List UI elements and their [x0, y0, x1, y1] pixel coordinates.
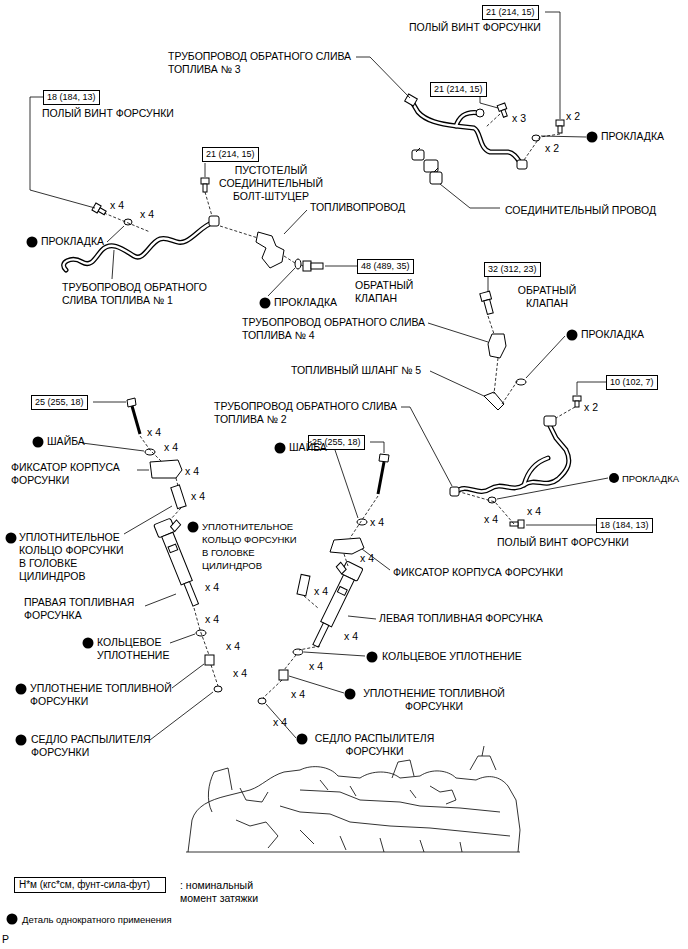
part-name: ТОПЛИВНЫЙ ШЛАНГ № 5 [291, 364, 421, 377]
part-name: ПРОКЛАДКА [601, 130, 664, 143]
torque-value: 21 (214, 15) [206, 149, 255, 160]
quantity-mark: x 4 [360, 552, 374, 565]
quantity-mark: x 4 [185, 465, 199, 478]
quantity-mark: x 4 [147, 426, 161, 439]
quantity-mark: x 4 [140, 208, 154, 221]
torque-value: 25 (255, 18) [35, 397, 84, 408]
part-name: ПРОКЛАДКА [41, 235, 104, 248]
quantity-mark: x 3 [512, 112, 526, 125]
quantity-mark: x 4 [344, 630, 358, 643]
part-name: УПЛОТНЕНИЕ ТОПЛИВНОЙ ФОРСУНКИ [30, 682, 198, 708]
torque-value: 48 (489, 35) [361, 261, 410, 272]
quantity-mark: x 4 [291, 688, 305, 701]
quantity-mark: x 4 [314, 585, 328, 598]
part-name: P [2, 933, 9, 946]
part-name: ЛЕВАЯ ТОПЛИВНАЯ ФОРСУНКА [379, 612, 543, 625]
part-name: ТОПЛИВОПРОВОД [310, 201, 405, 214]
part-name: ПРОКЛАДКА [581, 328, 644, 341]
torque-box: 32 (312, 23) [484, 262, 541, 277]
part-name: ПУСТОТЕЛЫЙ СОЕДИНИТЕЛЬНЫЙ БОЛТ-ШТУЦЕР [212, 164, 330, 203]
quantity-mark: x 4 [233, 667, 247, 680]
quantity-mark: x 2 [584, 401, 598, 414]
part-name: УПЛОТНИТЕЛЬНОЕ КОЛЬЦО ФОРСУНКИ В ГОЛОВКЕ… [19, 531, 127, 583]
torque-box: 21 (214, 15) [430, 82, 487, 97]
torque-box: 21 (214, 15) [202, 147, 259, 162]
quantity-mark: x 4 [484, 513, 498, 526]
quantity-mark: x 4 [191, 490, 205, 503]
part-name: КОЛЬЦЕВОЕ УПЛОТНЕНИЕ [382, 650, 522, 663]
torque-value: 18 (184, 13) [600, 520, 649, 531]
part-name: СЕДЛО РАСПЫЛИТЕЛЯ ФОРСУНКИ [312, 732, 437, 758]
torque-value: 21 (214, 15) [434, 84, 483, 95]
torque-value: 21 (214, 15) [486, 7, 535, 18]
torque-box: 48 (489, 35) [357, 259, 414, 274]
quantity-mark: x 2 [566, 110, 580, 123]
part-name: ПРОКЛАДКА [622, 472, 679, 485]
part-name: ТРУБОПРОВОД ОБРАТНОГО СЛИВА ТОПЛИВА № 3 [168, 50, 386, 76]
quantity-mark: x 4 [205, 613, 219, 626]
quantity-mark: x 4 [226, 640, 240, 653]
part-name: ПОЛЫЙ ВИНТ ФОРСУНКИ [42, 107, 174, 120]
torque-value: Н*м (кгс*см, фунт-сила-фут) [19, 879, 161, 891]
part-name: ПОЛЫЙ ВИНТ ФОРСУНКИ [497, 536, 629, 549]
part-name: КОЛЬЦЕВОЕ УПЛОТНЕНИЕ [97, 636, 197, 662]
part-name: СЕДЛО РАСПЫЛИТЕЛЯ ФОРСУНКИ [31, 733, 173, 759]
torque-box: 21 (214, 15) [482, 5, 539, 20]
quantity-mark: x 2 [545, 142, 559, 155]
quantity-mark: x 4 [164, 441, 178, 454]
legend-text: Деталь однократного применения [22, 913, 172, 926]
torque-box: 18 (184, 13) [43, 90, 100, 105]
part-name: ПРОКЛАДКА [274, 296, 337, 309]
part-name: ПОЛЫЙ ВИНТ ФОРСУНКИ [409, 21, 541, 34]
torque-box: 25 (255, 18) [31, 395, 88, 410]
part-name: УПЛОТНЕНИЕ ТОПЛИВНОЙ ФОРСУНКИ [359, 687, 509, 713]
torque-box: 18 (184, 13) [596, 518, 653, 533]
part-name: ПРАВАЯ ТОПЛИВНАЯ ФОРСУНКА [24, 596, 152, 622]
torque-value: 18 (184, 13) [47, 92, 96, 103]
part-name: ТРУБОПРОВОД ОБРАТНОГО СЛИВА ТОПЛИВА № 1 [62, 281, 230, 307]
part-name: СОЕДИНИТЕЛЬНЫЙ ПРОВОД [505, 204, 656, 217]
part-name: ШАЙБА [47, 435, 85, 448]
quantity-mark: x 4 [273, 716, 287, 729]
torque-value: 32 (312, 23) [488, 264, 537, 275]
part-name: ОБРАТНЫЙ КЛАПАН [355, 279, 433, 305]
part-name: ТРУБОПРОВОД ОБРАТНОГО СЛИВА ТОПЛИВА № 4 [242, 316, 460, 342]
legend-sample-box: Н*м (кгс*см, фунт-сила-фут) [14, 877, 166, 893]
quantity-mark: x 4 [205, 581, 219, 594]
quantity-mark: x 4 [527, 505, 541, 518]
part-name: ФИКСАТОР КОРПУСА ФОРСУНКИ [393, 566, 563, 579]
part-name: ТРУБОПРОВОД ОБРАТНОГО СЛИВА ТОПЛИВА № 2 [214, 400, 432, 426]
quantity-mark: x 4 [110, 199, 124, 212]
quantity-mark: x 4 [309, 660, 323, 673]
torque-box: 10 (102, 7) [606, 375, 658, 390]
part-name: ШАЙБА [289, 441, 327, 454]
torque-value: 10 (102, 7) [610, 377, 654, 388]
part-name: ФИКСАТОР КОРПУСА ФОРСУНКИ [11, 461, 141, 487]
part-name: ОБРАТНЫЙ КЛАПАН [508, 284, 586, 310]
part-name: УПЛОТНИТЕЛЬНОЕ КОЛЬЦО ФОРСУНКИ В ГОЛОВКЕ… [202, 520, 300, 572]
legend-text: : номинальный момент затяжки [180, 879, 275, 905]
quantity-mark: x 4 [370, 516, 384, 529]
